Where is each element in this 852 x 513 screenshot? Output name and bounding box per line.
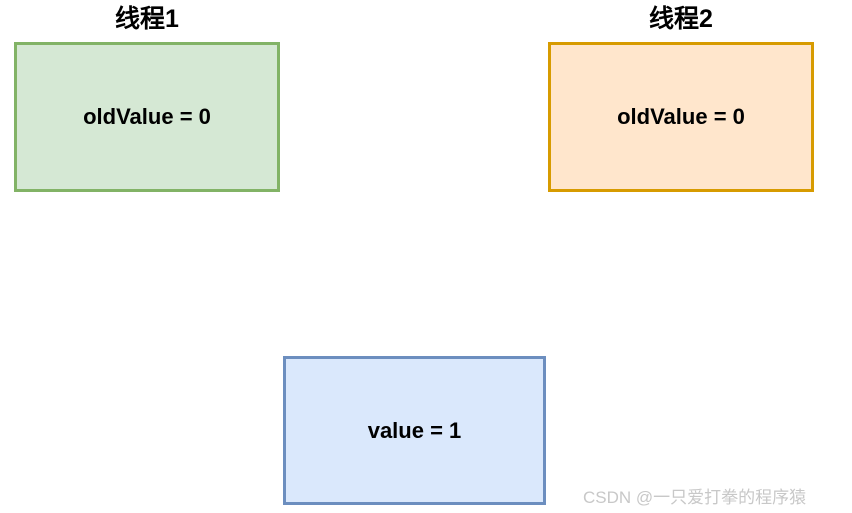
- thread2-value-label: oldValue = 0: [617, 104, 745, 129]
- shared-value-box: value = 1: [283, 356, 546, 505]
- thread1-box: oldValue = 0: [14, 42, 280, 192]
- thread1-title: 线程1: [115, 5, 179, 33]
- shared-value-label: value = 1: [367, 417, 462, 443]
- thread2-title: 线程2: [649, 5, 713, 33]
- thread1-value-label: oldValue = 0: [83, 104, 211, 129]
- thread2-box: oldValue = 0: [548, 42, 814, 192]
- csdn-watermark: CSDN @一只爱打拳的程序猿: [583, 488, 807, 507]
